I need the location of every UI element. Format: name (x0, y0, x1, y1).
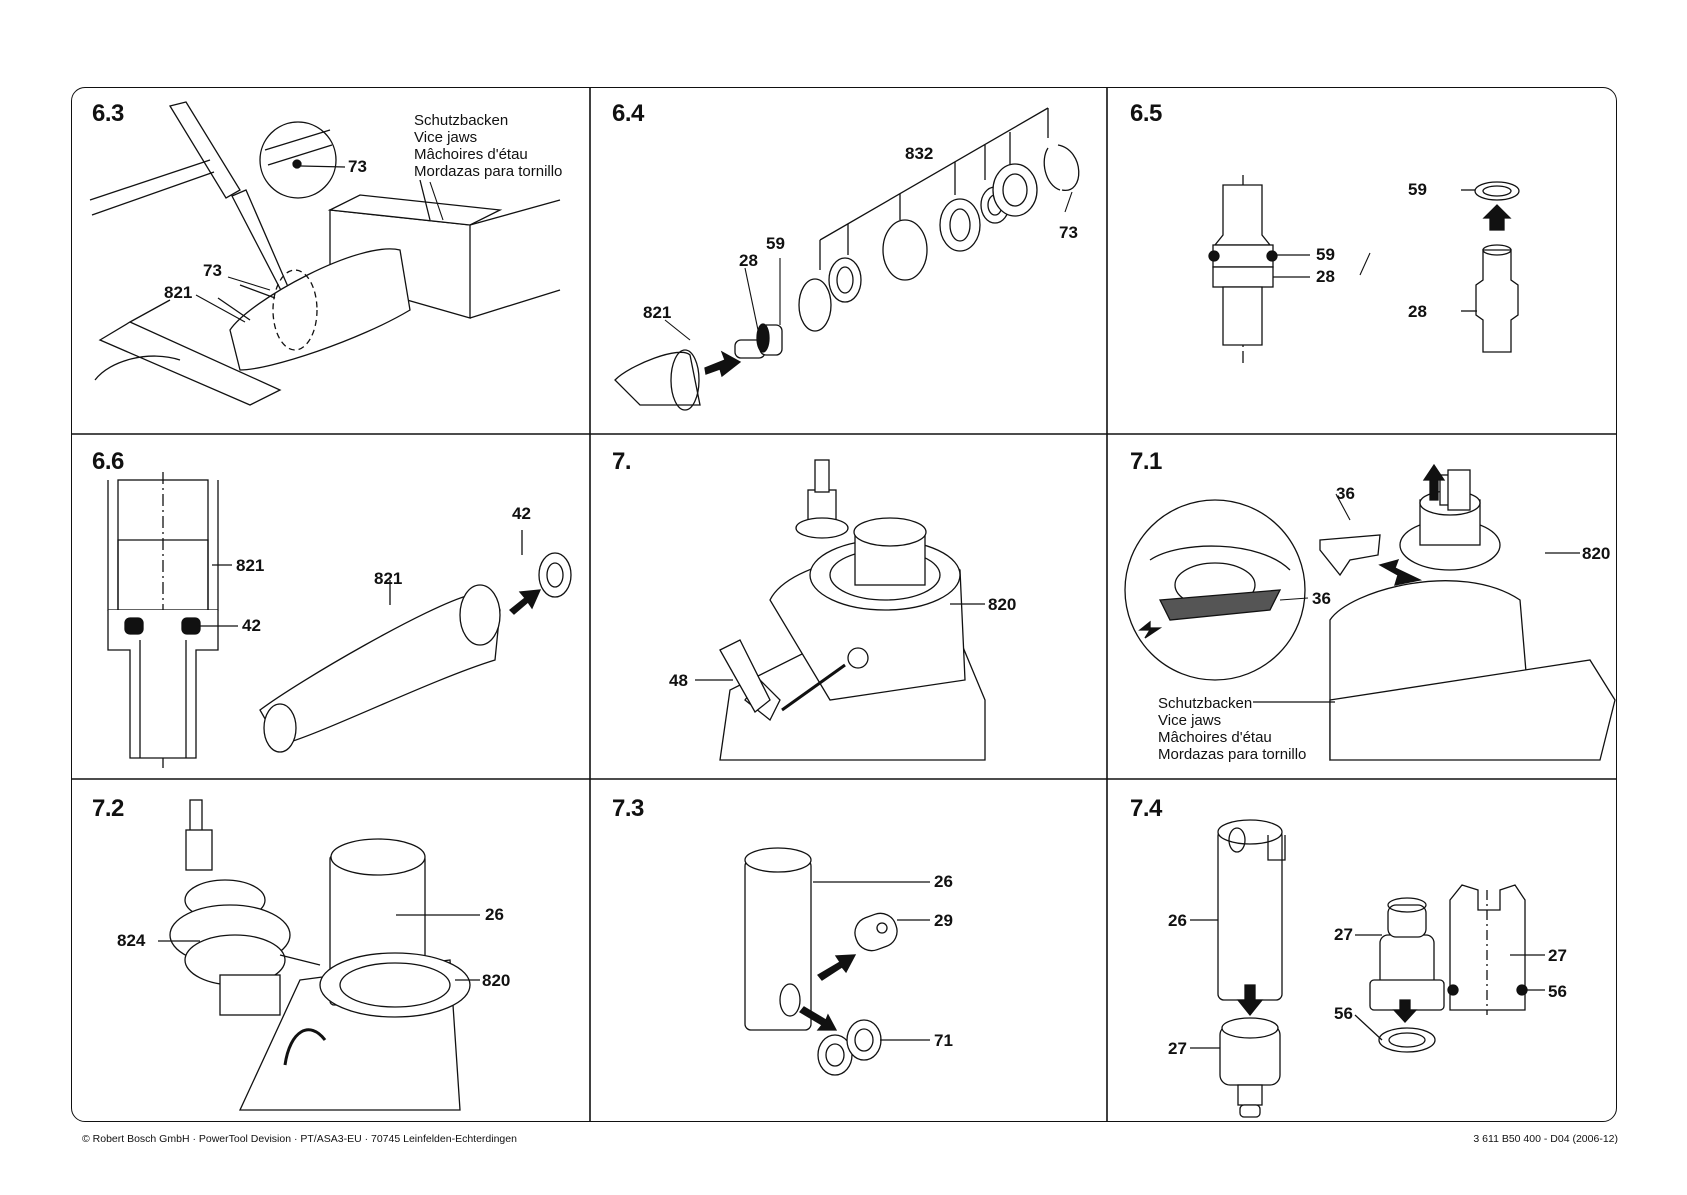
callout-42: 42 (512, 504, 531, 523)
callout-820: 820 (988, 595, 1017, 614)
page-frame (71, 87, 1617, 1122)
panel-title-7-3: 7.3 (612, 795, 644, 822)
callout-71: 71 (934, 1031, 953, 1050)
callout-36-top: 36 (1336, 484, 1355, 503)
panel-7-1-drawing (1124, 463, 1616, 761)
footer-copyright: © Robert Bosch GmbH · PowerTool Devision… (82, 1133, 517, 1145)
callout-36-detail: 36 (1312, 589, 1331, 608)
panel-title-7-1: 7.1 (1130, 448, 1162, 475)
callout-59-left: 59 (1316, 245, 1335, 264)
panel-title-7: 7. (612, 448, 632, 475)
callout-56-ring: 56 (1334, 1004, 1353, 1023)
callout-56-section: 56 (1548, 982, 1567, 1001)
callout-27-middle: 27 (1334, 925, 1353, 944)
callout-73: 73 (1059, 223, 1078, 242)
callout-48: 48 (669, 671, 688, 690)
callout-29: 29 (934, 911, 953, 930)
callout-821-section: 821 (236, 556, 265, 575)
callout-820: 820 (1582, 544, 1611, 563)
callout-59-right: 59 (1408, 180, 1427, 199)
callout-73: 73 (203, 261, 222, 280)
callout-27-section: 27 (1548, 946, 1567, 965)
panel-title-7-2: 7.2 (92, 795, 124, 822)
callout-26: 26 (485, 905, 504, 924)
callout-28: 28 (739, 251, 758, 270)
callout-73-detail: 73 (348, 157, 367, 176)
panel-7-2-drawing (158, 799, 480, 1111)
callout-42-section: 42 (242, 616, 261, 635)
callout-824: 824 (117, 931, 146, 950)
callout-27-bottom: 27 (1168, 1039, 1187, 1058)
panel-title-6-6: 6.6 (92, 448, 124, 475)
panel-6-6-drawing (107, 472, 572, 768)
vise-jaws-label-6-3: Schutzbacken Vice jaws Mâchoires d'étau … (414, 112, 563, 180)
callout-832: 832 (905, 144, 934, 163)
callout-59: 59 (766, 234, 785, 253)
vise-jaws-label-7-1: Schutzbacken Vice jaws Mâchoires d'étau … (1158, 695, 1307, 763)
callout-26: 26 (1168, 911, 1187, 930)
panel-title-6-5: 6.5 (1130, 100, 1162, 127)
callout-821: 821 (164, 283, 193, 302)
panel-7-3-drawing (744, 847, 930, 1076)
panel-title-6-3: 6.3 (92, 100, 124, 127)
panel-7-drawing (695, 459, 986, 761)
footer-document-number: 3 611 B50 400 - D04 (2006-12) (1473, 1133, 1618, 1145)
panel-6-3-drawing (89, 101, 561, 406)
panel-title-6-4: 6.4 (612, 100, 644, 127)
callout-26: 26 (934, 872, 953, 891)
callout-28-right: 28 (1408, 302, 1427, 321)
panel-6-5-drawing (1208, 175, 1520, 365)
panel-7-4-drawing (1190, 819, 1545, 1118)
callout-28-left: 28 (1316, 267, 1335, 286)
callout-820: 820 (482, 971, 511, 990)
callout-821: 821 (643, 303, 672, 322)
panel-6-4-drawing (614, 107, 1080, 411)
callout-821: 821 (374, 569, 403, 588)
panel-title-7-4: 7.4 (1130, 795, 1162, 822)
